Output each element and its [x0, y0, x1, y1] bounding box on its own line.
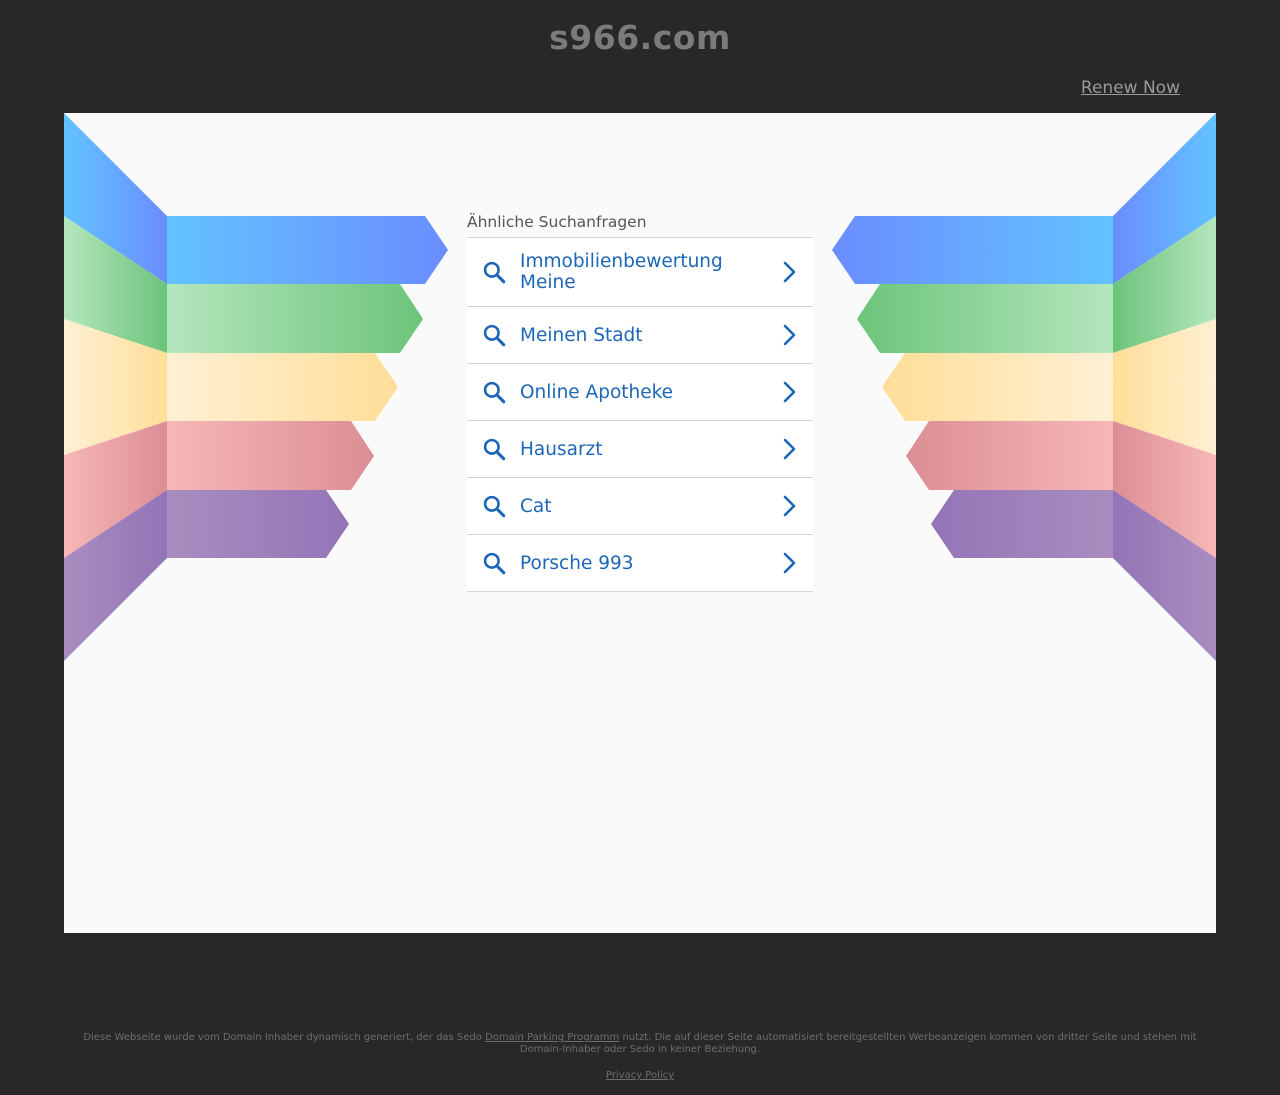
search-result-label: Hausarzt	[520, 438, 603, 460]
search-icon	[467, 322, 520, 348]
search-result-item[interactable]: Porsche 993	[467, 535, 813, 592]
search-result-label: Cat	[520, 495, 552, 517]
chevron-right-icon	[765, 261, 813, 283]
search-icon	[467, 436, 520, 462]
search-icon	[467, 550, 520, 576]
chevron-right-icon	[765, 381, 813, 403]
footer-privacy: Privacy Policy	[0, 1070, 1280, 1081]
decorative-wings	[64, 113, 1216, 661]
domain-parking-link[interactable]: Domain Parking Programm	[485, 1032, 620, 1043]
search-result-item[interactable]: Hausarzt	[467, 421, 813, 478]
main-panel: Ähnliche Suchanfragen Immobilienbewertun…	[64, 113, 1216, 933]
footer-text-before: Diese Webseite wurde vom Domain Inhaber …	[83, 1032, 486, 1043]
footer-disclaimer: Diese Webseite wurde vom Domain Inhaber …	[80, 1032, 1200, 1056]
search-result-item[interactable]: Online Apotheke	[467, 364, 813, 421]
chevron-right-icon	[765, 324, 813, 346]
search-result-label: Immobilienbewertung Meine	[520, 251, 723, 293]
chevron-right-icon	[765, 552, 813, 574]
privacy-policy-link[interactable]: Privacy Policy	[605, 1070, 675, 1081]
search-icon	[467, 259, 520, 285]
chevron-right-icon	[765, 438, 813, 460]
search-icon	[467, 493, 520, 519]
chevron-right-icon	[765, 495, 813, 517]
footer-text-after: nutzt. Die auf dieser Seite automatisier…	[519, 1032, 1197, 1055]
search-result-item[interactable]: Meinen Stadt	[467, 307, 813, 364]
search-result-label: Porsche 993	[520, 552, 634, 574]
search-result-label: Online Apotheke	[520, 381, 674, 403]
search-result-item[interactable]: Cat	[467, 478, 813, 535]
related-searches: Ähnliche Suchanfragen Immobilienbewertun…	[467, 213, 813, 592]
search-result-item[interactable]: Immobilienbewertung Meine	[467, 238, 813, 307]
related-searches-heading: Ähnliche Suchanfragen	[467, 213, 813, 238]
search-icon	[467, 379, 520, 405]
search-result-label: Meinen Stadt	[520, 324, 643, 346]
domain-title: s966.com	[549, 18, 731, 57]
renew-now-link[interactable]: Renew Now	[1080, 78, 1180, 98]
